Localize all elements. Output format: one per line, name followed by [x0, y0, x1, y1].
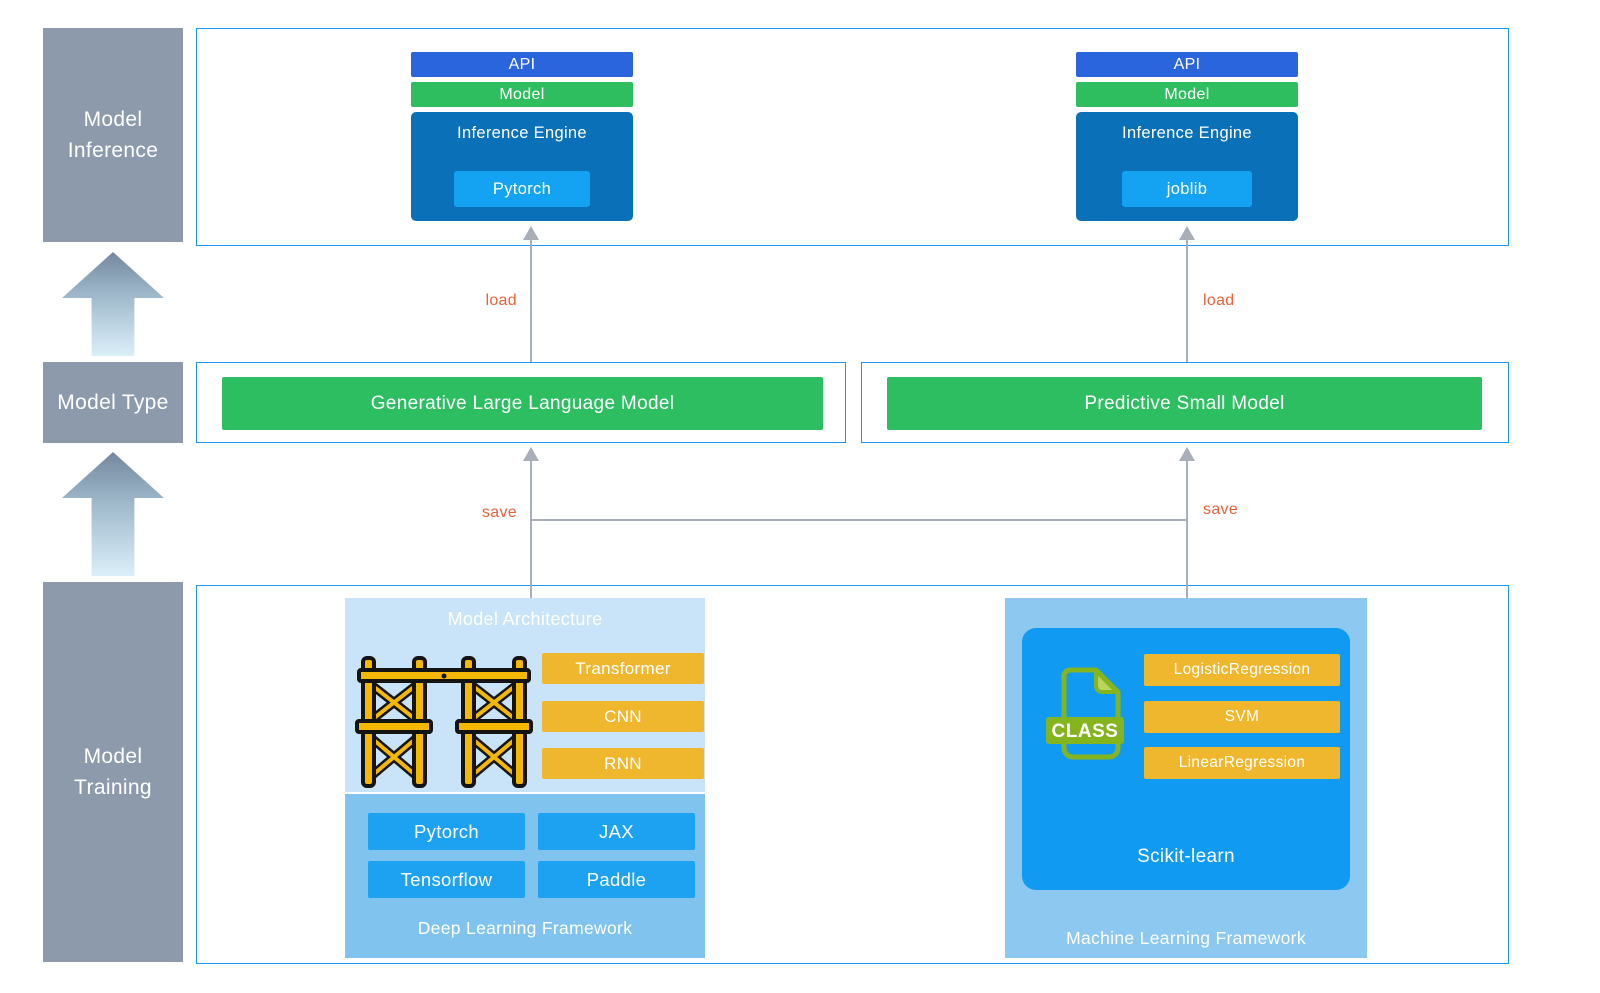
deep-learning-framework-box: Pytorch JAX Tensorflow Paddle Deep Learn… — [345, 794, 705, 958]
load-label-left: load — [485, 292, 517, 309]
model-bar: Model — [1076, 82, 1298, 107]
api-bar: API — [411, 52, 633, 77]
generative-llm-pill: Generative Large Language Model — [222, 377, 823, 430]
model-bar: Model — [411, 82, 633, 107]
framework-item: Paddle — [538, 861, 695, 898]
up-arrow-icon — [62, 452, 164, 576]
architecture-item: RNN — [542, 748, 704, 779]
connector-save-left — [530, 461, 532, 598]
algorithm-item: LogisticRegression — [1144, 654, 1340, 686]
algorithm-item: LinearRegression — [1144, 747, 1340, 779]
inference-engine-box: Inference Engine Pytorch — [411, 112, 633, 221]
arrowhead-save-left — [523, 447, 539, 461]
inference-engine-box: Inference Engine joblib — [1076, 112, 1298, 221]
arrowhead-save-right — [1179, 447, 1195, 461]
runtime-joblib: joblib — [1122, 171, 1252, 207]
scikit-learn-label: Scikit-learn — [1137, 846, 1235, 867]
model-inference-frame — [196, 28, 1509, 246]
algorithm-item: SVM — [1144, 701, 1340, 733]
machine-learning-framework-caption: Machine Learning Framework — [1066, 928, 1306, 948]
stage-model-inference: Model Inference — [43, 28, 183, 242]
save-label-left: save — [481, 504, 517, 521]
load-label-right: load — [1203, 292, 1235, 309]
connector-load-right — [1186, 240, 1188, 362]
stage-model-type-label: Model Type — [57, 390, 169, 414]
up-arrow-icon — [62, 252, 164, 356]
deep-learning-framework-caption: Deep Learning Framework — [417, 918, 633, 938]
class-badge-text: CLASS — [1052, 721, 1119, 742]
framework-item: Tensorflow — [368, 861, 525, 898]
stage-model-inference-label: Model Inference — [67, 107, 159, 163]
api-bar: API — [1076, 52, 1298, 77]
stage-model-type: Model Type — [43, 362, 183, 443]
inference-stack-joblib: API Model Inference Engine joblib — [1076, 52, 1298, 221]
connector-save-horizontal — [531, 519, 1187, 521]
connector-load-left — [530, 240, 532, 362]
connector-save-right — [1186, 461, 1188, 598]
scikit-learn-box: CLASS LogisticRegression SVM LinearRegre… — [1022, 628, 1350, 890]
architecture-item: Transformer — [542, 653, 704, 684]
model-architecture-box: Model Architecture — [345, 598, 705, 792]
inference-engine-label: Inference Engine — [457, 124, 587, 142]
scaffolding-icon — [355, 650, 533, 788]
framework-item: JAX — [538, 813, 695, 850]
arrowhead-load-left — [523, 226, 539, 240]
inference-stack-pytorch: API Model Inference Engine Pytorch — [411, 52, 633, 221]
model-architecture-title: Model Architecture — [447, 609, 603, 629]
runtime-pytorch: Pytorch — [454, 171, 590, 207]
architecture-item: CNN — [542, 701, 704, 732]
inference-engine-label: Inference Engine — [1122, 124, 1252, 142]
save-label-right: save — [1203, 501, 1239, 518]
stage-model-training: Model Training — [43, 582, 183, 962]
predictive-small-model-pill: Predictive Small Model — [887, 377, 1482, 430]
stage-model-training-label: Model Training — [74, 744, 152, 800]
arrowhead-load-right — [1179, 226, 1195, 240]
machine-learning-framework-box: CLASS LogisticRegression SVM LinearRegre… — [1005, 598, 1367, 958]
framework-item: Pytorch — [368, 813, 525, 850]
class-file-icon: CLASS — [1046, 667, 1124, 760]
